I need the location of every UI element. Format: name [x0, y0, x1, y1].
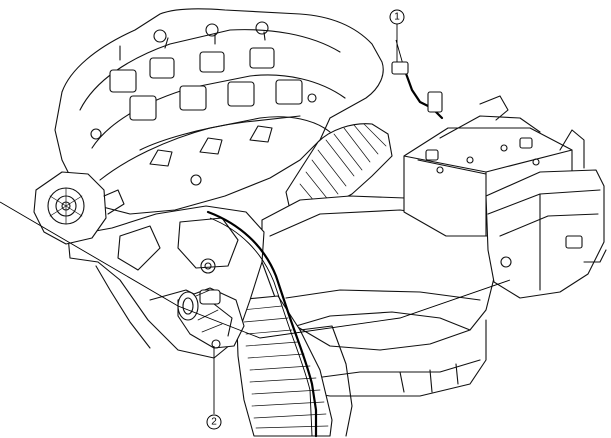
leader-line — [0, 201, 511, 339]
callout-1-number: 1 — [394, 12, 400, 23]
alternator — [33, 171, 125, 245]
callout-1: 1 — [389, 9, 405, 25]
fuse-box — [485, 129, 607, 299]
callout-2: 2 — [206, 414, 222, 430]
wiring-harness — [206, 210, 318, 438]
battery-cable — [391, 39, 444, 120]
injector-rail — [90, 21, 317, 186]
engine-head-cover — [54, 8, 384, 215]
starter-motor — [177, 287, 245, 349]
callout-2-number: 2 — [211, 417, 217, 428]
